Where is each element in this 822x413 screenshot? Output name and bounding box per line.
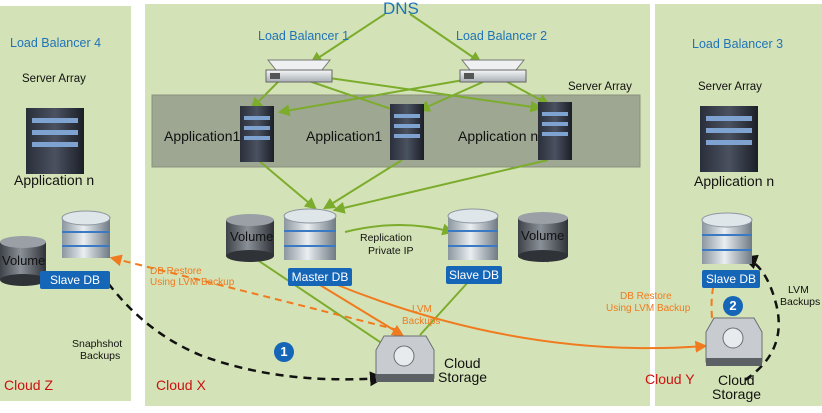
- volume-icon: [518, 212, 568, 262]
- load-balancer-2-icon: [459, 59, 527, 83]
- server-rack-icon: [538, 102, 572, 160]
- load-balancer-1-label: Load Balancer 1: [258, 29, 350, 43]
- server-rack-icon: [700, 106, 758, 172]
- application-label: Application1: [164, 128, 241, 144]
- lvm-label: LVM: [412, 304, 432, 315]
- volume-label: Volume: [521, 228, 565, 243]
- cloud-z-label: Cloud Z: [4, 377, 54, 393]
- db-restore-label: DB Restore: [620, 291, 672, 302]
- load-balancer-3-label: Load Balancer 3: [692, 37, 784, 51]
- using-lvm-backup-label: Using LVM Backup: [150, 277, 235, 288]
- database-icon: [283, 208, 337, 260]
- server-array-label-left: Server Array: [22, 73, 86, 85]
- load-balancer-4-label: Load Balancer 4: [10, 36, 102, 50]
- volume-icon: [0, 236, 46, 286]
- database-icon: [701, 212, 753, 264]
- step-marker-1: 1: [274, 342, 294, 362]
- slave-db-tag: Slave DB: [446, 266, 502, 284]
- volume-label: Volume: [230, 229, 274, 244]
- application-label: Application n: [14, 172, 95, 188]
- cloud-x-label: Cloud X: [156, 377, 206, 393]
- hard-drive-icon: [375, 335, 435, 382]
- cloud-storage-label: Cloud: [444, 355, 481, 371]
- server-array-label-right: Server Array: [698, 81, 762, 93]
- application-label: Application n: [694, 173, 775, 189]
- lvm-backups-label-right: Backups: [780, 296, 821, 308]
- lvm-label-right: LVM: [788, 284, 809, 296]
- step-marker-2: 2: [723, 296, 743, 316]
- volume-label: Volume: [2, 253, 46, 268]
- hard-drive-icon: [705, 317, 763, 366]
- private-ip-label: Private IP: [368, 245, 414, 257]
- volume-icon: [226, 214, 274, 262]
- server-rack-icon: [240, 106, 274, 162]
- cloud-storage-label: Storage: [438, 369, 488, 385]
- load-balancer-1-icon: [265, 59, 333, 83]
- server-rack-icon: [26, 108, 84, 174]
- using-lvm-backup-label: Using LVM Backup: [606, 303, 691, 314]
- green-arrows: [249, 13, 551, 351]
- snapshot-backups-label: Backups: [80, 350, 121, 362]
- application-label: Application1: [306, 128, 383, 144]
- master-db-tag: Master DB: [288, 268, 352, 286]
- server-array-label-center: Server Array: [568, 81, 632, 93]
- cloud-z-panel: [0, 6, 131, 401]
- cloud-storage-label: Cloud: [718, 372, 755, 388]
- load-balancer-2-label: Load Balancer 2: [456, 29, 548, 43]
- database-icon: [61, 210, 111, 258]
- replication-label: Replication: [360, 232, 412, 244]
- lvm-backups-label: Backups: [402, 316, 441, 327]
- application-label: Application n: [458, 128, 539, 144]
- server-rack-icon: [390, 104, 424, 160]
- cloud-storage-label: Storage: [712, 386, 762, 402]
- database-icon: [447, 208, 499, 260]
- snapshot-label: Snaphshot: [72, 338, 123, 350]
- db-restore-label: DB Restore: [150, 266, 202, 277]
- slave-db-tag: Slave DB: [40, 271, 110, 289]
- cloud-y-label: Cloud Y: [645, 371, 695, 387]
- slave-db-tag: Slave DB: [702, 270, 760, 288]
- dns-label: DNS: [383, 0, 419, 18]
